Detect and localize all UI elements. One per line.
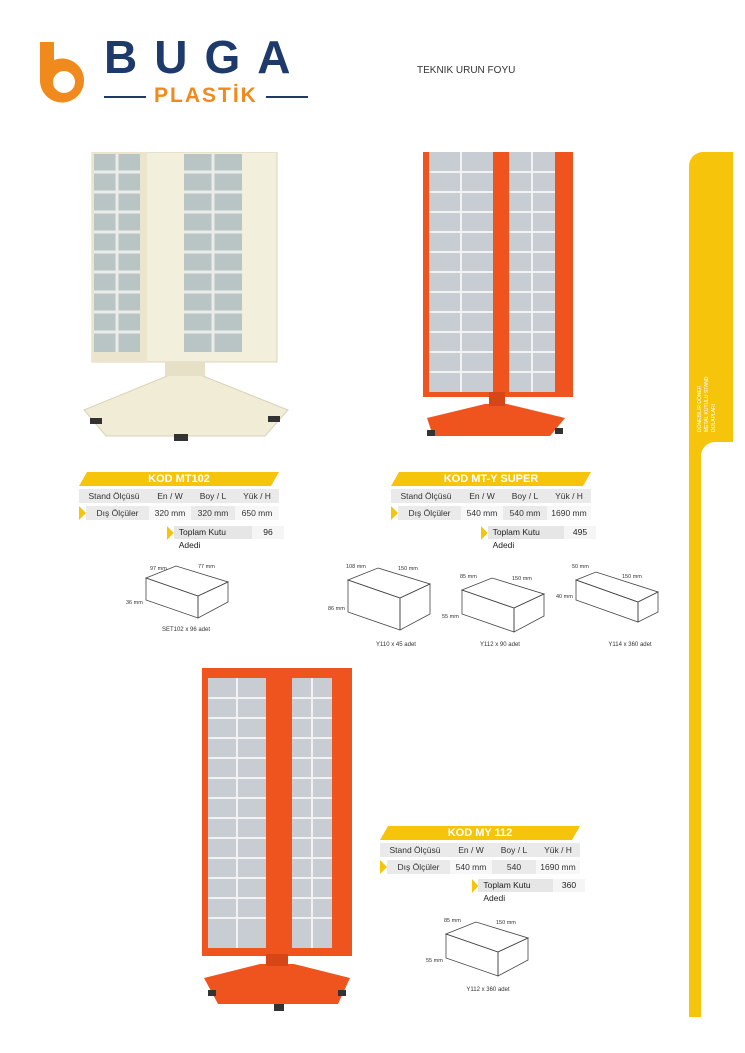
- dim-l: 150 mm: [496, 920, 516, 926]
- dim-w: 85 mm: [460, 574, 477, 580]
- header-stand: Stand Ölçüsü: [380, 843, 450, 857]
- dim-l: 77 mm: [198, 564, 215, 570]
- value-l: 540 mm: [503, 506, 547, 520]
- side-label-line-1: DÖNEBİLİR DÖNER: [697, 385, 703, 432]
- label-total: Toplam Kutu Adedi: [173, 526, 252, 550]
- box-caption: Y112 x 360 adet: [466, 987, 510, 993]
- dim-h: 40 mm: [556, 594, 573, 600]
- product-code: KOD MY 112: [380, 826, 580, 840]
- dim-l: 150 mm: [512, 576, 532, 582]
- header-h: Yük / H: [547, 489, 591, 503]
- dim-w: 97 mm: [150, 566, 167, 572]
- header-w: En / W: [149, 489, 191, 503]
- value-w: 540 mm: [461, 506, 503, 520]
- spec-table-mt102: KOD MT102 Stand Ölçüsü En / W Boy / L Yü…: [79, 472, 284, 552]
- header-stand: Stand Ölçüsü: [391, 489, 461, 503]
- dim-w: 50 mm: [572, 564, 589, 570]
- box-caption: SET102 x 96 adet: [161, 627, 211, 633]
- product-image-mt102: [83, 152, 289, 441]
- header-l: Boy / L: [503, 489, 547, 503]
- value-total: 96: [252, 526, 284, 539]
- value-w: 540 mm: [450, 860, 492, 874]
- value-h: 650 mm: [235, 506, 279, 520]
- box-diagram-set102: 97 mm 77 mm 36 mm: [126, 564, 230, 619]
- product-code: KOD MT102: [79, 472, 279, 486]
- dim-h: 86 mm: [328, 606, 345, 612]
- dim-l: 150 mm: [622, 574, 642, 580]
- box-diagram-y112: 85 mm 150 mm 55 mm: [442, 574, 546, 633]
- value-l: 540: [492, 860, 536, 874]
- side-label-line-2: METAL KUTULU STAND: [704, 376, 710, 432]
- side-label-line-3: DOLAPLARI: [711, 403, 717, 432]
- dim-h: 55 mm: [426, 958, 443, 964]
- brand-logo-icon: [39, 42, 84, 103]
- header-stand: Stand Ölçüsü: [79, 489, 149, 503]
- value-total: 360: [553, 879, 585, 892]
- label-dims: Dış Ölçüler: [398, 506, 461, 520]
- document-title: TEKNIK URUN FOYU: [417, 65, 516, 76]
- label-total: Toplam Kutu Adedi: [487, 526, 564, 550]
- box-diagram-y114: 50 mm 150 mm 40 mm: [556, 564, 660, 623]
- label-dims: Dış Ölçüler: [387, 860, 450, 874]
- dim-w: 108 mm: [346, 564, 366, 570]
- value-h: 1690 mm: [536, 860, 580, 874]
- dim-h: 55 mm: [442, 614, 459, 620]
- box-caption: Y110 x 45 adet: [376, 642, 416, 648]
- header-w: En / W: [450, 843, 492, 857]
- header-h: Yük / H: [235, 489, 279, 503]
- dim-w: 85 mm: [444, 918, 461, 924]
- box-caption: Y112 x 90 adet: [480, 642, 520, 648]
- product-code: KOD MT-Y SUPER: [391, 472, 591, 486]
- box-caption: Y114 x 360 adet: [608, 642, 652, 648]
- dim-l: 150 mm: [398, 566, 418, 572]
- product-image-mt-y-super: [423, 152, 573, 436]
- side-accent-bar: [689, 152, 741, 1017]
- header-w: En / W: [461, 489, 503, 503]
- box-diagram-y112-my: 85 mm 150 mm 55 mm: [426, 918, 530, 977]
- value-h: 1690 mm: [547, 506, 591, 520]
- value-l: 320 mm: [191, 506, 235, 520]
- label-total: Toplam Kutu Adedi: [478, 879, 553, 903]
- product-image-my-112: [202, 668, 352, 1011]
- header-h: Yük / H: [536, 843, 580, 857]
- value-total: 495: [564, 526, 596, 539]
- header-l: Boy / L: [191, 489, 235, 503]
- dim-h: 36 mm: [126, 600, 143, 606]
- side-label: DÖNEBİLİR DÖNER METAL KUTULU STAND DOLAP…: [693, 372, 737, 462]
- brand-sub-text: PLASTİK: [154, 84, 258, 107]
- brand-subtitle: PLASTİK: [104, 84, 308, 108]
- label-dims: Dış Ölçüler: [86, 506, 149, 520]
- box-diagram-y110: 108 mm 150 mm 86 mm: [328, 564, 432, 631]
- spec-table-mt-y-super: KOD MT-Y SUPER Stand Ölçüsü En / W Boy /…: [391, 472, 596, 552]
- value-w: 320 mm: [149, 506, 191, 520]
- brand-name: BUGA: [104, 31, 308, 83]
- spec-table-my-112: KOD MY 112 Stand Ölçüsü En / W Boy / L Y…: [380, 826, 585, 906]
- header-l: Boy / L: [492, 843, 536, 857]
